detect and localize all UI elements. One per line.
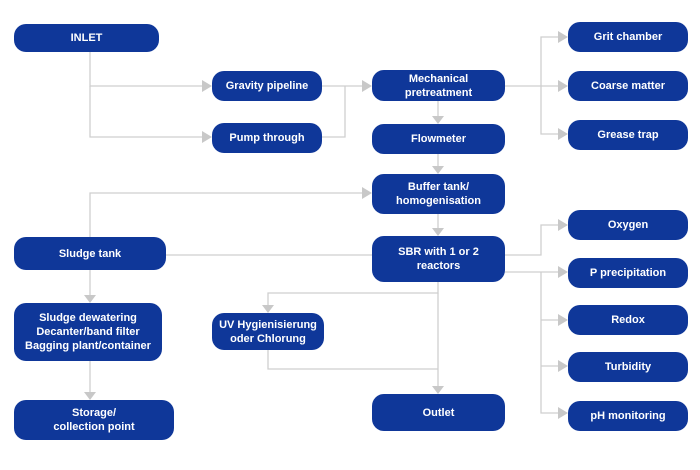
node-dewatering-label: Sludge dewatering Decanter/band filter B… [25,312,151,352]
arrowhead [432,116,444,124]
node-ph-monitoring: pH monitoring [568,401,688,431]
connector-sbr-oxygen [505,224,558,256]
node-mechanical-pretreatment: Mechanical pretreatment [372,70,505,101]
node-sludge-tank: Sludge tank [14,237,166,270]
node-sludge-dewatering: Sludge dewatering Decanter/band filter B… [14,303,162,361]
node-turbidity: Turbidity [568,352,688,382]
node-gravity-pipeline: Gravity pipeline [212,71,322,101]
arrowhead [432,228,444,236]
node-flowmeter-label: Flowmeter [410,133,466,145]
connector-uv-outlet [267,350,438,370]
connector-sludge-buffer [89,192,362,237]
arrowhead [432,166,444,174]
arrowhead [558,80,568,92]
arrowhead [202,131,212,143]
node-turbidity-label: Turbidity [604,361,652,373]
node-buffer-tank: Buffer tank/ homogenisation [372,174,505,214]
arrowhead [558,128,568,140]
connector-mech-grease [540,86,558,135]
node-gravity-label: Gravity pipeline [225,80,309,92]
connector-inlet-pump [89,86,202,138]
arrowhead [558,314,568,326]
node-pump-label: Pump through [229,132,305,144]
arrowhead [432,386,444,394]
connector-sbr-uv [267,282,439,305]
node-uv-hygienisierung: UV Hygienisierung oder Chlorung [212,313,324,350]
node-grease-trap: Grease trap [568,120,688,150]
arrowhead [202,80,212,92]
node-grit-label: Grit chamber [593,31,663,43]
arrowhead [84,392,96,400]
node-redox-label: Redox [611,314,645,326]
arrowhead [558,31,568,43]
node-grit-chamber: Grit chamber [568,22,688,52]
node-outlet-label: Outlet [422,406,455,419]
node-uv-label: UV Hygienisierung oder Chlorung [219,318,317,345]
node-mech-label: Mechanical pretreatment [404,72,473,99]
node-inlet: INLET [14,24,159,52]
arrowhead [84,295,96,303]
node-grease-label: Grease trap [597,129,659,141]
node-p-precipitation: P precipitation [568,258,688,288]
node-pump-through: Pump through [212,123,322,153]
arrowhead [262,305,274,313]
node-pprecip-label: P precipitation [589,267,667,279]
node-ph-label: pH monitoring [590,410,666,422]
arrowhead [558,266,568,278]
node-storage-label: Storage/ collection point [53,407,135,433]
node-coarse-matter: Coarse matter [568,71,688,101]
connector-pump-mech [322,86,346,138]
arrowhead [558,219,568,231]
arrowhead [362,80,372,92]
node-coarse-label: Coarse matter [591,80,665,92]
node-inlet-label: INLET [70,32,103,44]
node-oxygen-label: Oxygen [607,219,649,231]
node-sludge-tank-label: Sludge tank [58,247,122,260]
node-sbr: SBR with 1 or 2 reactors [372,236,505,282]
node-sbr-label: SBR with 1 or 2 reactors [398,246,479,272]
node-buffer-label: Buffer tank/ homogenisation [396,181,481,207]
connector-inlet-gravity [89,52,202,87]
arrowhead [362,187,372,199]
arrowhead [558,360,568,372]
node-storage: Storage/ collection point [14,400,174,440]
node-outlet: Outlet [372,394,505,431]
node-oxygen: Oxygen [568,210,688,240]
node-flowmeter: Flowmeter [372,124,505,154]
arrowhead [558,407,568,419]
node-redox: Redox [568,305,688,335]
connector-sensors-bus [540,272,558,414]
connector-mech-grit [540,36,558,86]
